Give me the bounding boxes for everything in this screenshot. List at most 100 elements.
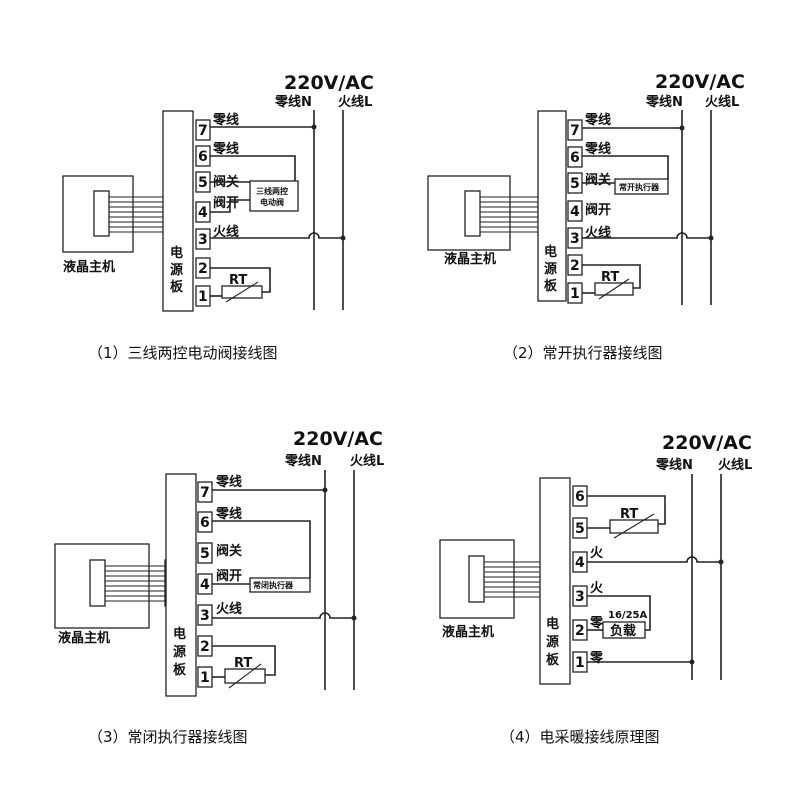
normally-open-actuator: [614, 178, 669, 195]
terminal-num: 4: [200, 577, 210, 593]
neutral-label: 零线N: [655, 457, 693, 473]
lcd-connector: [93, 190, 110, 237]
board-label-1: 电: [170, 245, 183, 261]
terminal-strip: 7 6 5 4 3 2 1: [197, 481, 213, 688]
normally-closed-actuator: [249, 577, 311, 593]
power-board: [539, 477, 571, 685]
caption: （3）常闭执行器接线图: [88, 728, 248, 746]
terminal-label: 零线: [215, 506, 242, 522]
live-label: 火线L: [705, 94, 739, 110]
rt-label: RT: [620, 507, 638, 522]
terminal-num: 1: [575, 655, 585, 671]
terminal-num: 5: [198, 175, 208, 191]
terminal-num: 2: [198, 261, 208, 277]
terminal-label: 阀开: [585, 202, 611, 218]
terminal-label: 火线: [213, 224, 239, 240]
terminal-label: 阀开: [213, 195, 239, 211]
terminal-strip: 6 5 4 3 2 1: [572, 485, 588, 673]
terminal-num: 4: [570, 204, 580, 220]
diagram-3: 液晶主机 电 源 板 7 6 5 4 3 2 1 零线 零线 阀关 阀开 火线 …: [54, 428, 384, 746]
terminal-label: 阀关: [585, 172, 611, 188]
terminal-num: 3: [575, 589, 585, 605]
wire-3-load: [587, 595, 651, 631]
terminal-6: [567, 146, 583, 168]
wire-4: [210, 199, 250, 213]
terminal-label: 零: [589, 651, 604, 666]
board-label-3: 板: [546, 652, 560, 668]
terminal-num: 4: [575, 555, 585, 571]
wire-6: [210, 155, 296, 182]
terminal-num: 6: [200, 515, 210, 531]
ribbon-cable: [484, 561, 542, 598]
terminal-num: 1: [570, 286, 580, 302]
terminal-num: 7: [570, 123, 580, 139]
lcd-connector: [464, 190, 481, 237]
terminal-num: 1: [198, 289, 208, 305]
rt-wire-2: [582, 264, 641, 289]
rt-wire-2: [210, 267, 271, 293]
wire-6: [212, 520, 311, 578]
supply-label: 220V/AC: [655, 71, 745, 93]
rt-label: RT: [601, 270, 619, 285]
terminal-num: 7: [200, 485, 210, 501]
live-label: 火线L: [350, 453, 384, 469]
lcd-connector: [89, 559, 106, 607]
neutral-label: 零线N: [284, 453, 322, 469]
rt-slash: [225, 281, 259, 303]
board-label-3: 板: [170, 279, 184, 295]
live-label: 火线L: [718, 457, 752, 473]
board-label-1: 电: [544, 244, 557, 260]
lcd-host-label: 液晶主机: [442, 624, 494, 640]
neutral-label: 零线N: [645, 94, 683, 110]
supply-label: 220V/AC: [662, 432, 752, 454]
terminal-label: 零线: [212, 112, 239, 128]
rt-slash: [228, 663, 262, 689]
board-label-3: 板: [544, 278, 558, 294]
terminal-3: [197, 604, 213, 626]
terminal-6: [197, 511, 213, 533]
terminal-num: 5: [570, 176, 580, 192]
terminal-num: 2: [200, 639, 210, 655]
wire-3: [210, 232, 343, 239]
power-board: [162, 110, 194, 312]
rt-label: RT: [229, 273, 247, 288]
board-label-2: 源: [544, 261, 557, 277]
board-label-1: 电: [173, 626, 186, 642]
supply-label: 220V/AC: [293, 428, 383, 450]
terminal-num: 5: [200, 546, 210, 562]
rt-wire-2: [212, 645, 276, 676]
terminal-7: [195, 119, 211, 141]
lcd-host-label: 液晶主机: [58, 630, 110, 646]
load-label: 负载: [610, 623, 636, 639]
device-label: 三线两控: [256, 186, 288, 196]
diagram-1: 液晶主机 电 源 板 7 6 5 4 3 2 1 零线 零线 阀关 阀开 火线: [62, 72, 374, 362]
terminal-strip: 7 6 5 4 3 2 1: [195, 119, 211, 307]
terminal-label: 零线: [212, 141, 239, 157]
terminal-7: [567, 119, 583, 141]
terminal-label: 零: [589, 616, 604, 631]
diagram-2: 液晶主机 电 源 板 7 6 5 4 3 2 1 零线 零线 阀关 阀开 火线 …: [427, 71, 745, 362]
terminal-label: 火线: [585, 225, 611, 241]
terminal-label: 火: [590, 546, 604, 561]
ribbon-cable: [480, 196, 540, 233]
rt-slash: [598, 278, 630, 300]
ribbon-cable: [105, 565, 165, 602]
live-label: 火线L: [338, 94, 372, 110]
diagram-4: 液晶主机 电 源 板 6 5 4 3 2 1 火 火 零 零 220V/AC 零…: [439, 432, 752, 746]
board-label-3: 板: [173, 662, 187, 678]
supply-label: 220V/AC: [284, 72, 374, 94]
load-device: [602, 621, 646, 639]
terminal-num: 7: [198, 123, 208, 139]
terminal-label: 零线: [215, 474, 242, 490]
ribbon-cable: [109, 196, 166, 233]
lcd-host-label: 液晶主机: [444, 251, 496, 267]
motorized-valve-device: [249, 180, 299, 212]
board-label-2: 源: [173, 644, 186, 660]
terminal-num: 3: [200, 608, 210, 624]
lcd-connector: [468, 555, 485, 603]
terminal-label: 零线: [584, 141, 611, 157]
neutral-label: 零线N: [274, 94, 312, 110]
wire-3: [582, 232, 711, 239]
terminal-label: 阀开: [216, 568, 242, 584]
